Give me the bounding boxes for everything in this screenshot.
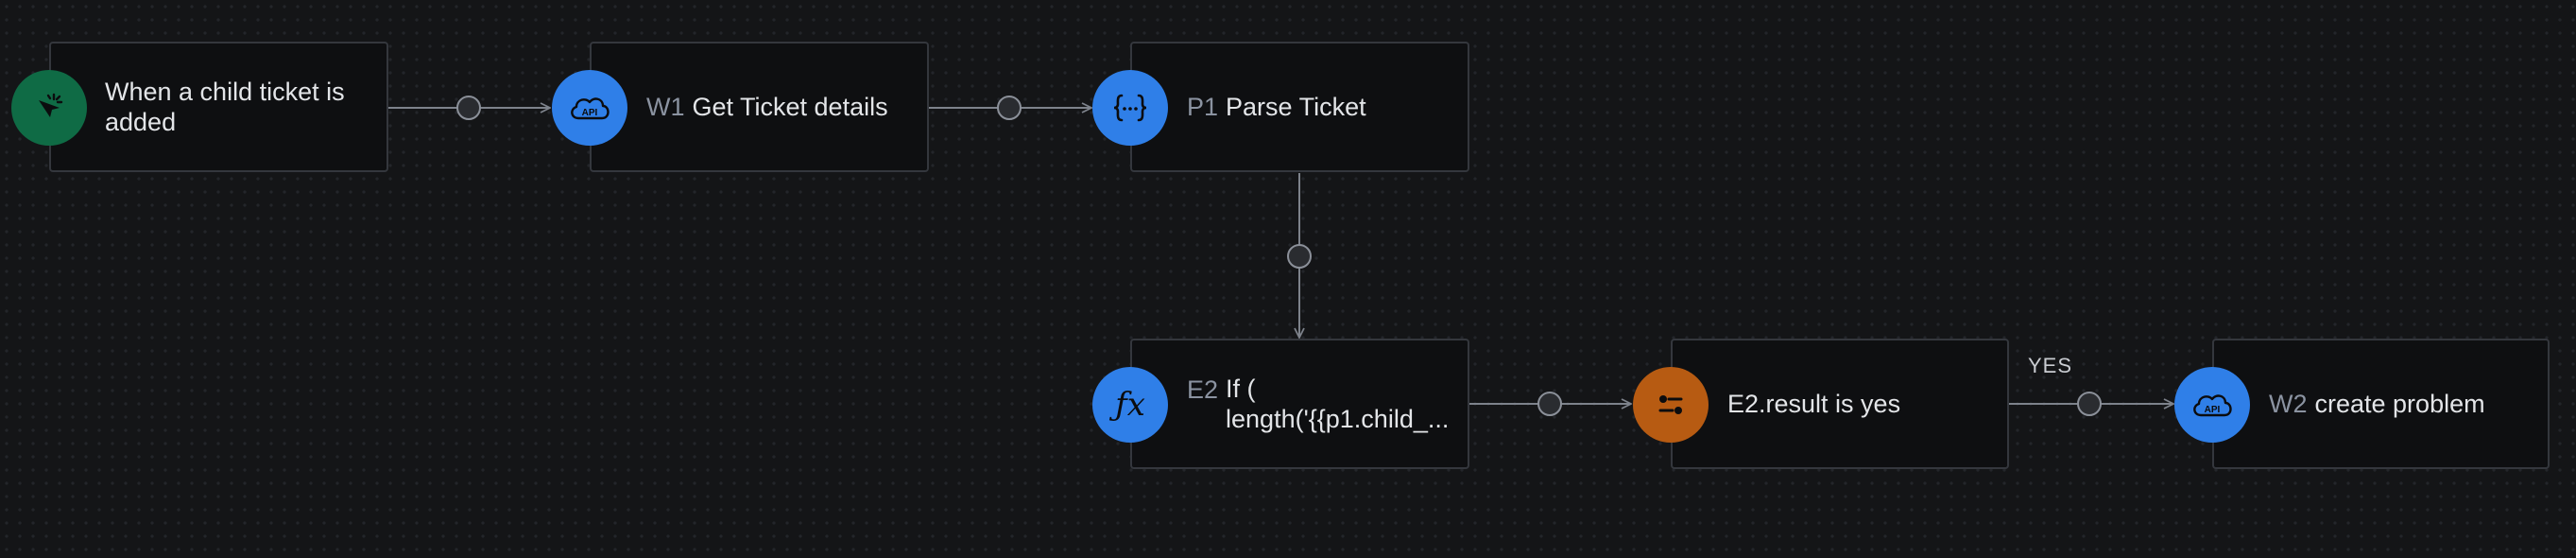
edge-handle[interactable] [1287,244,1312,269]
p1-badge [1092,70,1168,146]
edge-condition-to-w2[interactable] [2009,392,2173,416]
parser-node-p1[interactable]: P1 Parse Ticket [1130,42,1469,172]
edge-handle[interactable] [1537,392,1562,416]
trigger-badge [11,70,87,146]
condition-label: E2.result is yes [1727,390,1901,418]
node-label: Parse Ticket [1226,93,1366,121]
edge-p1-to-e2[interactable] [1287,173,1312,338]
edge-w1-to-p1[interactable] [929,96,1091,120]
edge-trigger-to-w1[interactable] [388,96,550,120]
action-node-w1[interactable]: W1 Get Ticket details [590,42,929,172]
e2-badge: ƒx [1092,367,1168,443]
condition-sliders-icon [1658,395,1683,414]
edge-handle[interactable] [2077,392,2102,416]
edge-e2-to-condition[interactable] [1469,392,1631,416]
trigger-node[interactable]: When a child ticket is added [49,42,388,172]
node-id: E2 [1187,375,1219,404]
edge-label-yes: YES [2028,354,2073,377]
cursor-click-icon [39,93,63,117]
condition-badge [1633,367,1709,443]
node-id: W2 [2269,390,2308,418]
json-braces-icon [1113,94,1147,122]
expression-line-1: If ( [1226,375,1256,403]
condition-node[interactable]: E2.result is yes [1671,339,2009,469]
node-id: W1 [646,93,685,121]
edge-handle[interactable] [456,96,481,120]
edge-handle[interactable] [997,96,1022,120]
api-cloud-icon: API [571,97,610,120]
node-id: P1 [1187,93,1219,121]
expression-node-e2[interactable]: E2 If ( length('{{p1.child_... [1130,339,1469,469]
expression-line-2: length('{{p1.child_... [1226,405,1450,433]
api-icon-text: API [2205,405,2221,415]
api-cloud-icon: API [2193,394,2232,417]
node-label: Get Ticket details [692,93,888,121]
api-icon-text: API [582,108,598,118]
w1-badge: API [552,70,627,146]
action-node-w2[interactable]: W2 create problem [2212,339,2550,469]
function-icon: ƒx [1115,386,1145,424]
trigger-node-label: When a child ticket is added [105,78,345,136]
node-label: create problem [2314,390,2485,418]
w2-badge: API [2174,367,2250,443]
